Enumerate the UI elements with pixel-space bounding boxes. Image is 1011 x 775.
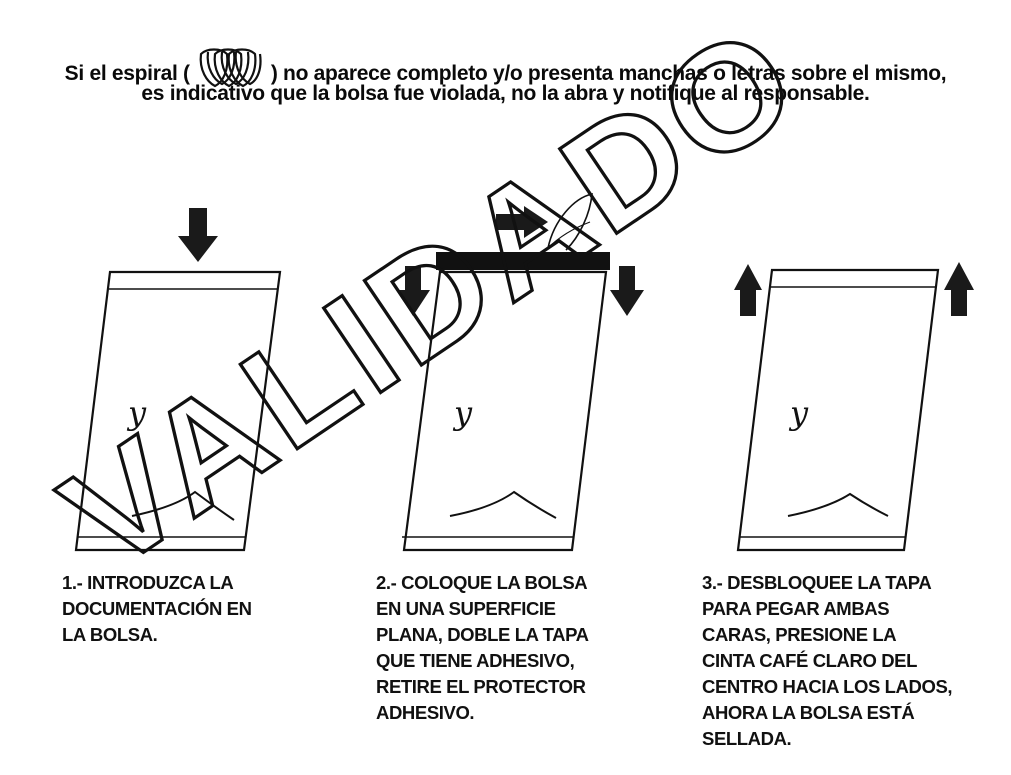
step-2-caption: 2.- COLOQUE LA BOLSA EN UNA SUPERFICIE P…: [376, 570, 589, 726]
step-3-line: CINTA CAFÉ CLARO DEL: [702, 650, 918, 671]
step-1-line: 1.- INTRODUZCA LA: [62, 572, 234, 593]
down-arrow-right-icon: [610, 266, 644, 316]
up-arrow-right-icon: [944, 262, 974, 316]
bag-step-1: [74, 270, 282, 552]
step-1-caption: 1.- INTRODUZCA LA DOCUMENTACIÓN EN LA BO…: [62, 570, 252, 648]
step-3-line: 3.- DESBLOQUEE LA TAPA: [702, 572, 932, 593]
security-notice-line-2: es indicativo que la bolsa fue violada, …: [141, 82, 870, 105]
adhesive-protector-peel-icon: [547, 192, 593, 251]
step-1-line: LA BOLSA.: [62, 624, 158, 645]
spiral-seal-icon: [199, 48, 262, 88]
bag-mark-3: y: [788, 394, 809, 432]
bag-step-2: [402, 252, 610, 552]
step-3-line: CARAS, PRESIONE LA: [702, 624, 897, 645]
down-arrow-icon: [178, 208, 218, 262]
bag-mark-1: y: [126, 394, 147, 432]
bag-mark-2: y: [452, 394, 473, 432]
up-arrow-left-icon: [734, 264, 762, 316]
notice-text-before-spiral: Si el espiral (: [64, 62, 190, 85]
step-3-line: SELLADA.: [702, 728, 792, 749]
step-2-line: RETIRE EL PROTECTOR: [376, 676, 586, 697]
step-3-line: CENTRO HACIA LOS LADOS,: [702, 676, 953, 697]
step-2-line: QUE TIENE ADHESIVO,: [376, 650, 575, 671]
step-3-caption: 3.- DESBLOQUEE LA TAPA PARA PEGAR AMBAS …: [702, 570, 953, 752]
step-2-line: PLANA, DOBLE LA TAPA: [376, 624, 589, 645]
bag-step-3: [736, 268, 940, 552]
step-3-line: AHORA LA BOLSA ESTÁ: [702, 702, 915, 723]
step-2-line: 2.- COLOQUE LA BOLSA: [376, 572, 588, 593]
security-notice-line-1: Si el espiral ( ) no aparece completo y/…: [0, 46, 1011, 90]
step-2-line: EN UNA SUPERFICIE: [376, 598, 556, 619]
step-2-line: ADHESIVO.: [376, 702, 475, 723]
step-1-line: DOCUMENTACIÓN EN: [62, 598, 252, 619]
down-arrow-left-icon: [396, 266, 430, 316]
right-arrow-icon: [496, 206, 548, 238]
notice-text-after-spiral: ) no aparece completo y/o presenta manch…: [270, 62, 947, 85]
step-3-line: PARA PEGAR AMBAS: [702, 598, 890, 619]
